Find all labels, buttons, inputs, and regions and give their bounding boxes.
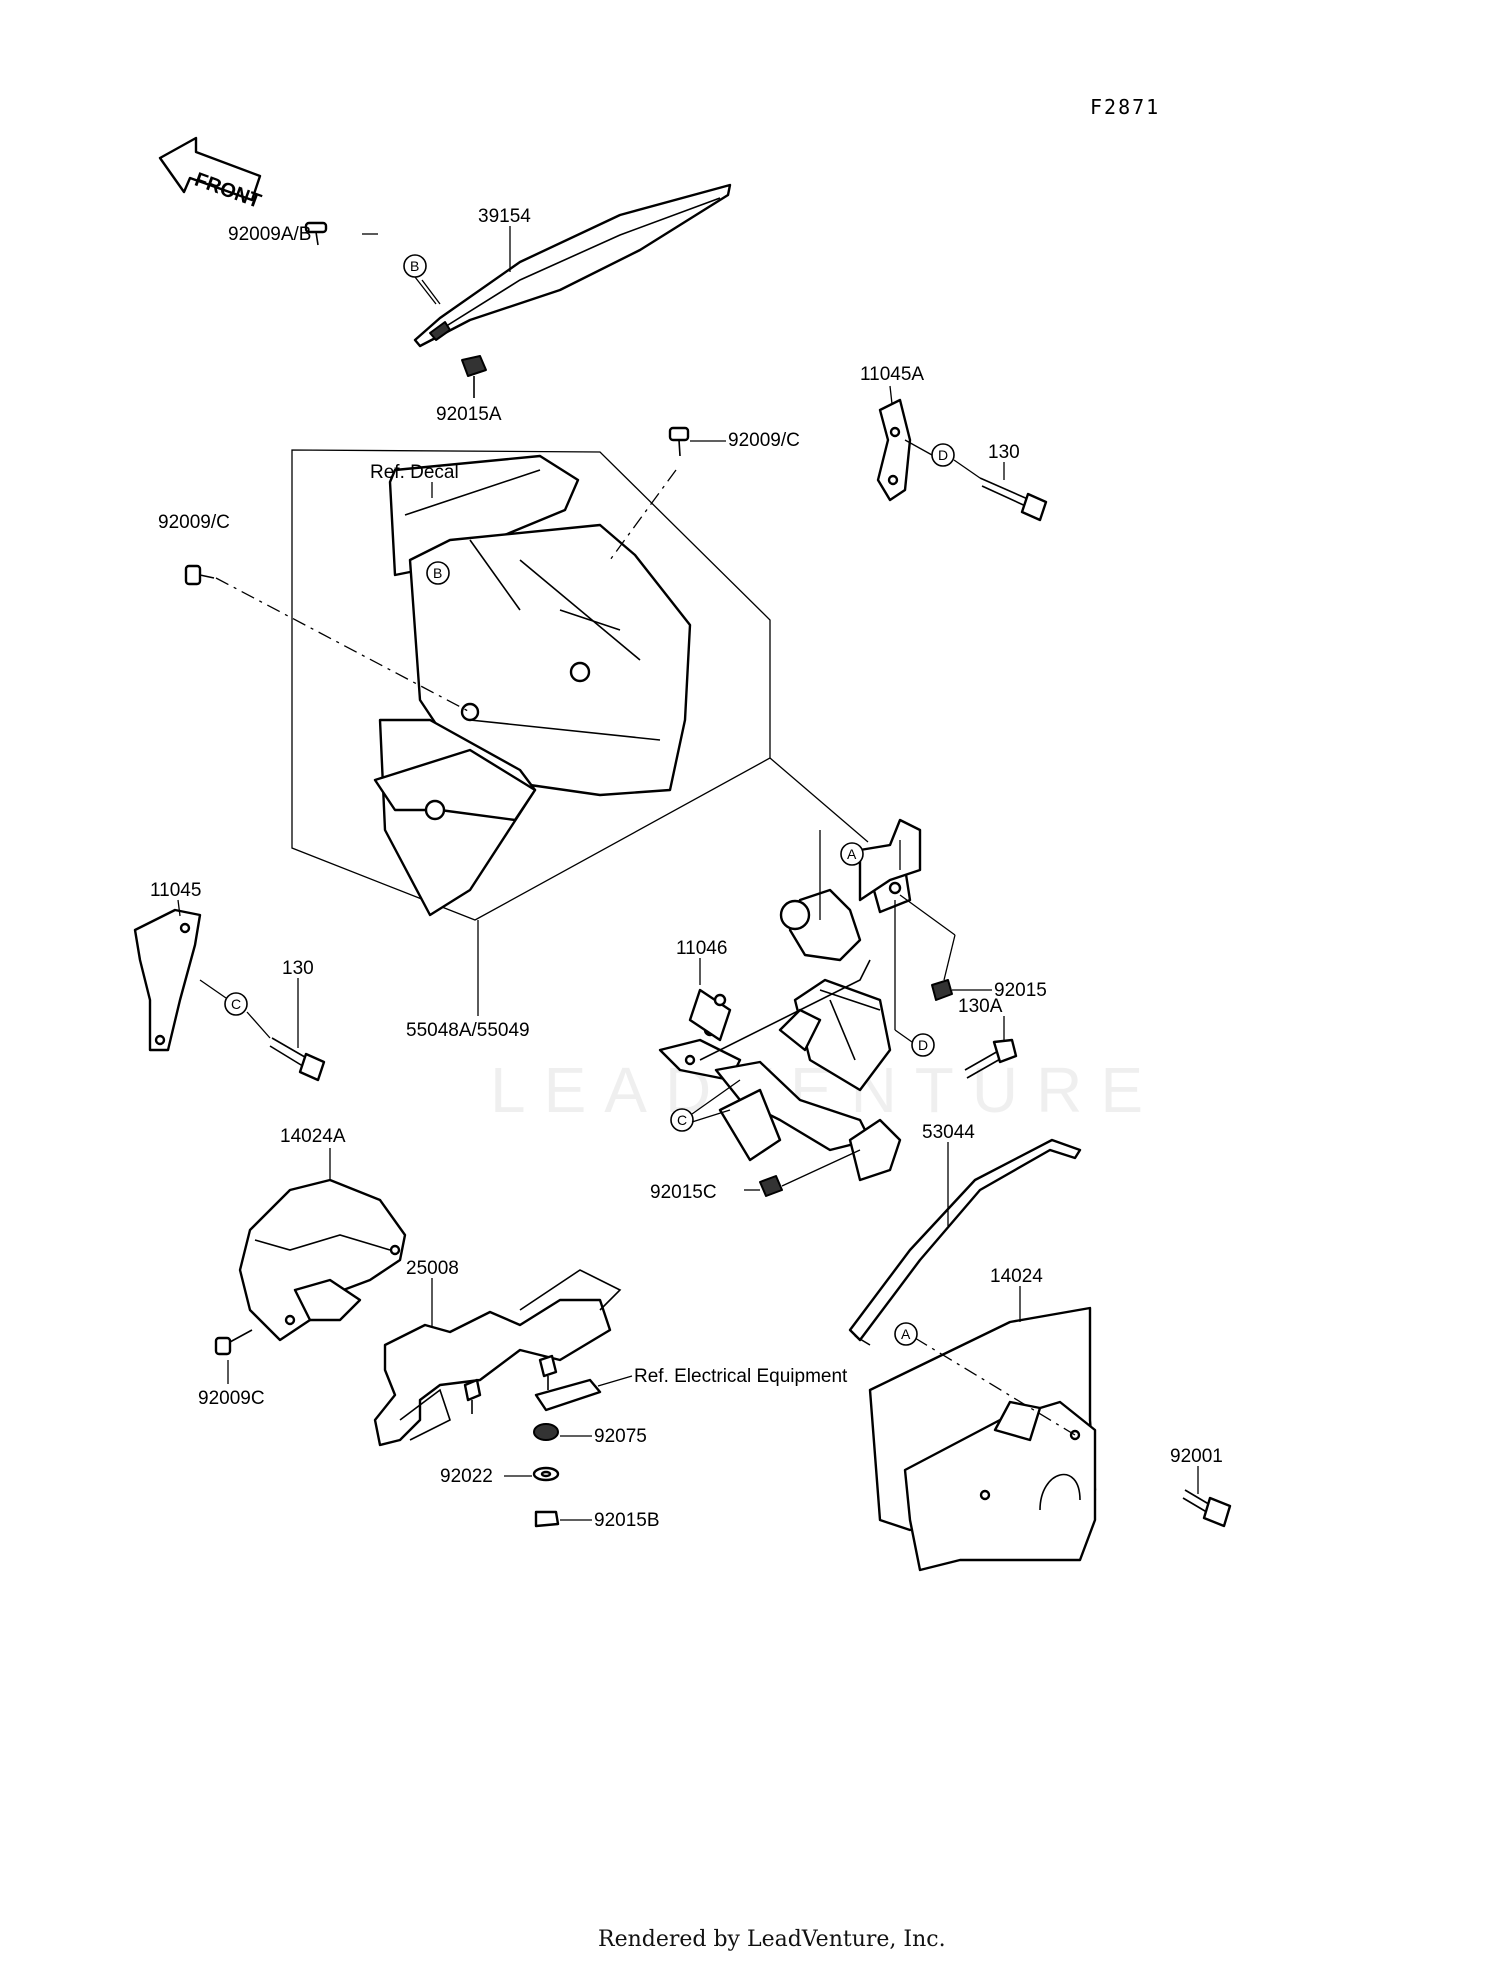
label-14024a: 14024A (280, 1126, 346, 1147)
label-92015a: 92015A (436, 404, 502, 425)
label-39154: 39154 (478, 206, 531, 227)
svg-text:B: B (433, 565, 442, 581)
cover-14024a-part (238, 1178, 407, 1342)
label-25008: 25008 (406, 1258, 459, 1279)
label-92022: 92022 (440, 1466, 493, 1487)
bolt-130a-icon (964, 1038, 1018, 1079)
screw-92009c-top-icon (668, 426, 690, 457)
marker-c-2: C (670, 1108, 694, 1132)
headlight-cowl-part (373, 454, 692, 917)
label-92009c-bottom: 92009C (198, 1388, 265, 1409)
grommet-92015a-icon (461, 355, 487, 398)
label-11045: 11045 (150, 880, 201, 901)
svg-text:D: D (918, 1037, 928, 1053)
bracket-11045-part (133, 908, 202, 1052)
svg-text:C: C (231, 996, 241, 1012)
label-92009c-left: 92009/C (158, 512, 230, 533)
label-92009ab: 92009A/B (228, 224, 311, 245)
label-130a: 130A (958, 996, 1003, 1017)
svg-text:B: B (410, 258, 419, 274)
electrical-connector-icon (534, 1378, 602, 1412)
label-92075: 92075 (594, 1426, 647, 1447)
label-130-right: 130 (988, 442, 1020, 463)
label-53044: 53044 (922, 1122, 975, 1143)
label-14024: 14024 (990, 1266, 1043, 1287)
bolt-92001-icon (1182, 1489, 1232, 1528)
footer-credit: Rendered by LeadVenture, Inc. (598, 1927, 946, 1952)
ref-decal-label: Ref. Decal (370, 462, 459, 483)
marker-a-1: A (840, 842, 864, 866)
figure-code: F2871 (1090, 95, 1160, 119)
svg-text:C: C (677, 1112, 687, 1128)
svg-text:A: A (847, 846, 857, 862)
strip-53044-part (848, 1138, 1082, 1346)
marker-d-1: D (931, 443, 955, 467)
label-130-left: 130 (282, 958, 314, 979)
marker-b-2: B (426, 561, 450, 585)
part-39154-strip (413, 183, 732, 348)
nut-92015b-icon (534, 1510, 560, 1528)
screw-92009c-left-icon (184, 564, 215, 586)
marker-a-2: A (894, 1322, 918, 1346)
bolt-130-left-icon (269, 1037, 326, 1082)
frame-bracket-11046-part (658, 818, 922, 1182)
label-92009c-top: 92009/C (728, 430, 800, 451)
label-11046: 11046 (676, 938, 727, 959)
bracket-25008-part (373, 1269, 622, 1447)
svg-text:A: A (901, 1326, 911, 1342)
washer-92022-icon (532, 1466, 560, 1482)
label-92015c: 92015C (650, 1182, 717, 1203)
label-92001: 92001 (1170, 1446, 1223, 1467)
bolt-130-right-icon (979, 477, 1048, 522)
svg-text:D: D (938, 447, 948, 463)
ref-electrical-label: Ref. Electrical Equipment (634, 1366, 848, 1387)
screw-92009c-bottom-icon (214, 1329, 253, 1356)
label-92015b: 92015B (594, 1510, 660, 1531)
nut-92015c-icon (759, 1175, 783, 1197)
front-arrow-icon: FRONT (158, 136, 264, 213)
bracket-11045a-part (876, 398, 912, 502)
marker-c-1: C (224, 992, 248, 1016)
cover-14024-part (868, 1306, 1097, 1572)
label-11045a: 11045A (860, 364, 924, 385)
marker-b-1: B (403, 254, 427, 278)
nut-92015-icon (931, 979, 953, 1001)
label-92015: 92015 (994, 980, 1047, 1001)
label-55048a-55049: 55048A/55049 (406, 1020, 530, 1041)
marker-d-2: D (911, 1033, 935, 1057)
screw-92009ab-icon (304, 221, 328, 246)
grommet-92075-icon (533, 1423, 559, 1441)
